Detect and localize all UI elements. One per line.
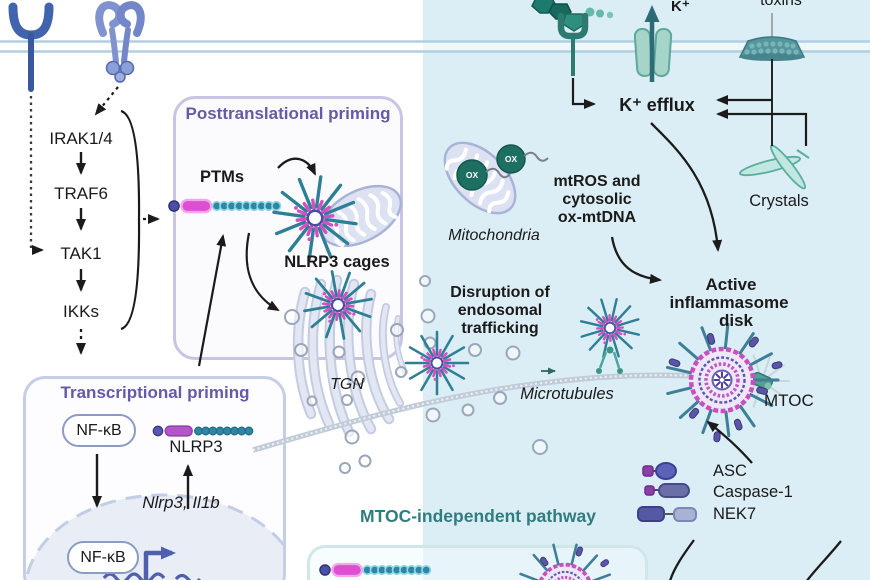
mtoc-independent-box	[307, 545, 648, 580]
mtoc-independent-title: MTOC-independent pathway	[360, 506, 596, 526]
cascade-label-irak: IRAK1/4	[49, 129, 113, 148]
transcriptional-title: Transcriptional priming	[60, 383, 250, 402]
cytosol-right-background	[423, 0, 870, 580]
mtros-line1: mtROS and	[553, 173, 641, 190]
toxins-label: toxins	[760, 0, 802, 9]
il1r-receptor-icon	[8, 2, 54, 92]
nfkb-label-1: NF-κB	[76, 421, 122, 439]
transcriptional-priming-box	[23, 376, 286, 580]
crystals-label: Crystals	[749, 192, 809, 210]
nfkb-pill-cytosol: NF-κB	[62, 414, 136, 447]
microtubules-label: Microtubules	[520, 385, 614, 403]
posttranslational-priming-box	[173, 96, 403, 360]
legend-label-asc: ASC	[713, 462, 747, 480]
active-line2: inflammasome	[669, 293, 789, 312]
nlrp3-cages-label: NLRP3 cages	[284, 253, 390, 271]
genes-label: Nlrp3, Il1b	[142, 493, 220, 512]
disruption-line2: endosomal	[457, 302, 543, 319]
k-efflux-label: K⁺ efflux	[619, 95, 695, 115]
mitochondria-caption: Mitochondria	[448, 227, 540, 244]
active-line1: Active	[705, 275, 757, 294]
cascade-label-ikks: IKKs	[63, 302, 99, 321]
cascade-label-tak1: TAK1	[60, 244, 102, 263]
mtoc-label: MTOC	[764, 391, 814, 410]
tgn-label: TGN	[330, 376, 364, 393]
nfkb-pill-nucleus: NF-κB	[67, 541, 139, 574]
posttranslational-title: Posttranslational priming	[185, 104, 391, 123]
active-line3: disk	[718, 311, 754, 330]
cascade-label-traf6: TRAF6	[54, 184, 108, 203]
mtros-line3: ox-mtDNA	[557, 209, 637, 226]
disruption-line3: trafficking	[461, 320, 539, 337]
nfkb-label-2: NF-κB	[80, 548, 126, 566]
ox-label-1: OX	[465, 170, 479, 180]
nlrp3-label: NLRP3	[169, 438, 223, 456]
tlr-receptor-icon	[95, 1, 145, 83]
legend-label-nek7: NEK7	[713, 505, 757, 523]
k-ion-label: K⁺	[671, 0, 690, 15]
cascade-bracket	[120, 109, 141, 331]
ox-label-2: OX	[504, 154, 518, 164]
legend-label-caspase1: Caspase-1	[713, 483, 793, 501]
ptms-label: PTMs	[199, 168, 245, 186]
mtros-line2: cytosolic	[562, 191, 632, 208]
disruption-line1: Disruption of	[450, 284, 550, 301]
